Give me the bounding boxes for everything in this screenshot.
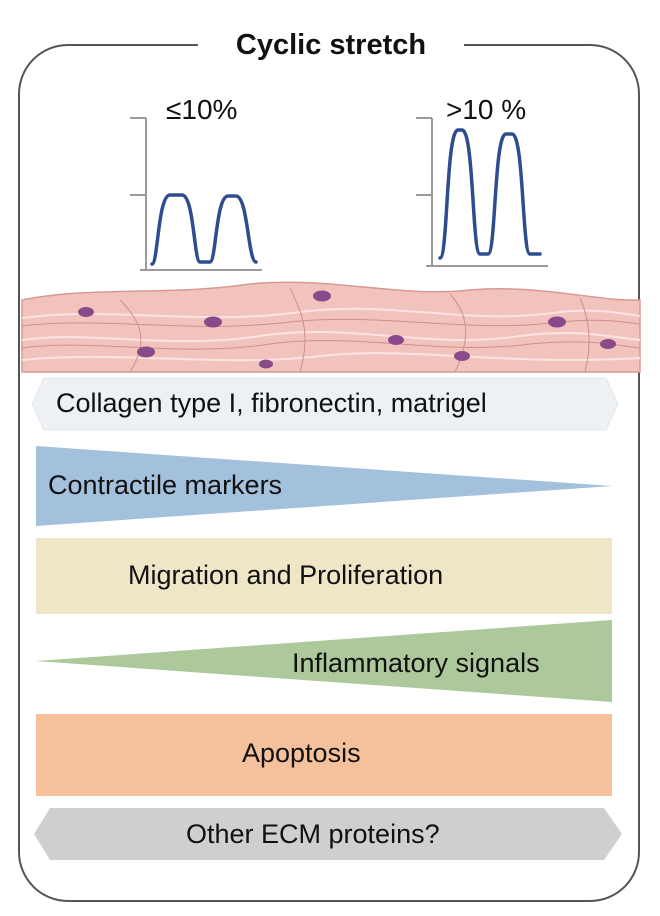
other-ecm-band-shape (34, 808, 622, 860)
title-box: Cyclic stretch (198, 14, 464, 76)
cell-nucleus (204, 316, 222, 328)
high-stretch-waveform (438, 128, 542, 260)
cell-nucleus (78, 307, 94, 317)
inflammatory-label: Inflammatory signals (292, 648, 540, 678)
high-stretch-label: >10 % (446, 94, 527, 125)
low-stretch-waveform (150, 193, 258, 266)
low-stretch-label: ≤10% (166, 94, 238, 125)
cell-nucleus (454, 351, 470, 361)
cell-nucleus (600, 339, 616, 349)
migration-hourglass (36, 538, 612, 614)
cell-nucleus (548, 316, 566, 328)
ecm-band-shape (31, 377, 619, 431)
contractile-label: Contractile markers (48, 470, 283, 500)
inflammatory-wedge (36, 620, 612, 702)
cell-nucleus (137, 346, 155, 358)
diagram-title: Cyclic stretch (235, 28, 427, 61)
cell-nucleus (313, 290, 331, 302)
cell-layer-illustration (21, 281, 641, 373)
low-stretch-graph (130, 117, 262, 271)
other-ecm-label: Other ECM proteins? (186, 819, 440, 849)
migration-label: Migration and Proliferation (128, 560, 444, 590)
high-stretch-graph (416, 117, 548, 267)
ecm-band-label: Collagen type I, fibronectin, matrigel (56, 388, 487, 418)
cell-nucleus (259, 359, 273, 369)
cell-nucleus (388, 335, 404, 345)
apoptosis-band (36, 714, 612, 796)
apoptosis-label: Apoptosis (242, 738, 361, 768)
contractile-wedge (36, 446, 612, 526)
